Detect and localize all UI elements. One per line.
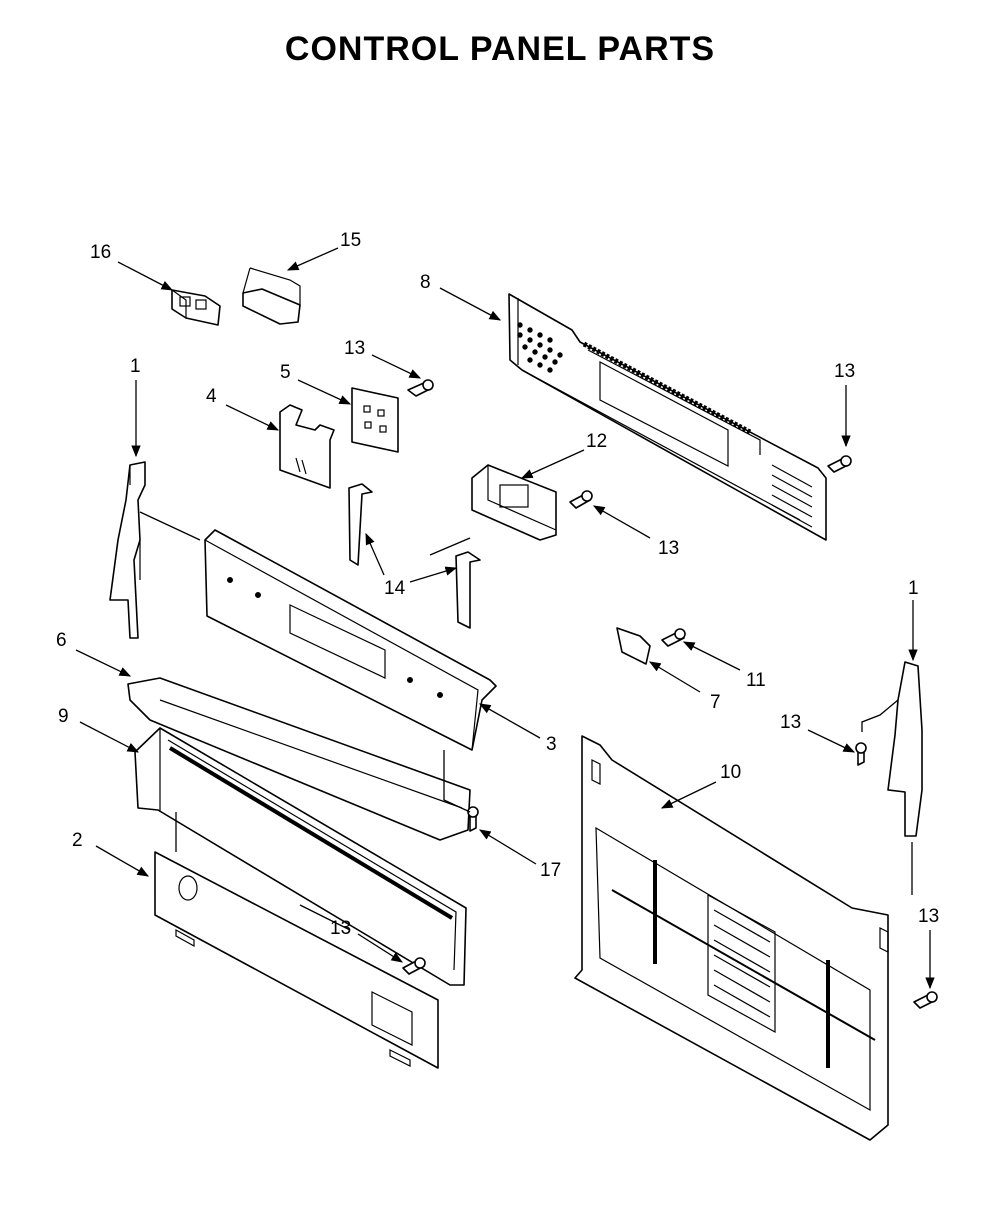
screw-13e (402, 957, 426, 975)
assembly-guide-lines (139, 511, 913, 931)
callout-labels: 16 15 8 13 5 1 4 13 12 13 14 1 6 11 7 9 … (56, 230, 939, 939)
part-1-right-bracket (887, 661, 923, 837)
part-3-control-panel (204, 529, 497, 751)
label-part-13: 13 (834, 361, 855, 382)
screw-13c (569, 490, 593, 509)
label-part-1: 1 (130, 356, 141, 377)
label-part-13: 13 (780, 712, 801, 733)
label-part-13: 13 (330, 918, 351, 939)
label-part-16: 16 (90, 242, 111, 263)
label-part-9: 9 (58, 706, 69, 727)
screw-13a (407, 379, 434, 397)
part-8-rear-panel (508, 293, 827, 541)
callout-leaders (75, 247, 935, 990)
label-part-2: 2 (72, 830, 83, 851)
part-14-clips (348, 483, 481, 629)
label-part-17: 17 (540, 860, 561, 881)
label-part-8: 8 (420, 272, 431, 293)
part-4-switch-bracket (279, 404, 335, 489)
label-part-15: 15 (340, 230, 361, 251)
label-part-10: 10 (720, 762, 741, 783)
part-6-trim (127, 677, 471, 841)
label-part-5: 5 (280, 362, 291, 383)
label-part-13: 13 (344, 338, 365, 359)
part-10-back-panel (574, 735, 889, 1141)
label-part-1: 1 (908, 578, 919, 599)
label-part-13: 13 (658, 538, 679, 559)
part-15-bracket (242, 267, 301, 325)
part-16-connector (171, 289, 221, 326)
screw-13d (855, 742, 867, 766)
screw-13f (913, 991, 938, 1009)
label-part-4: 4 (206, 386, 217, 407)
label-part-14: 14 (384, 578, 406, 599)
label-part-11: 11 (746, 670, 766, 691)
screw-13b (827, 455, 852, 473)
label-part-6: 6 (56, 630, 67, 651)
part-1-left-bracket (109, 461, 146, 639)
part-7-small-bracket (616, 627, 651, 665)
part-5-control-board (351, 387, 399, 453)
label-part-7: 7 (710, 692, 721, 713)
label-part-12: 12 (586, 431, 607, 452)
part-2-lower-panel (154, 851, 439, 1069)
part-12-module (471, 464, 557, 541)
screw-11 (661, 628, 686, 647)
page-title: CONTROL PANEL PARTS (284, 30, 716, 68)
label-part-13: 13 (918, 906, 939, 927)
screw-17 (467, 806, 479, 832)
part-9-frame (134, 727, 467, 986)
label-part-3: 3 (546, 734, 557, 755)
